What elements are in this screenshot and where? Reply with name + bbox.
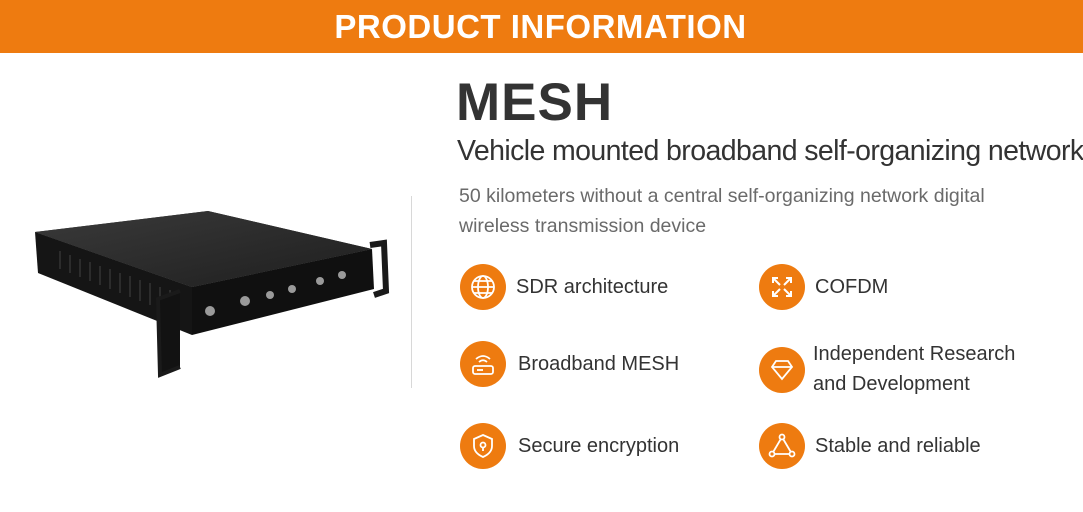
wifi-router-icon [460,341,506,387]
feature-label: COFDM [815,276,889,298]
feature-sdr: SDR architecture [460,264,668,310]
product-subtitle: Vehicle mounted broadband self-organizin… [457,135,1083,167]
diamond-icon [759,347,805,393]
vertical-divider [411,196,412,388]
shield-lock-icon [460,423,506,469]
triangle-nodes-icon [759,423,805,469]
header-banner: PRODUCT INFORMATION [0,0,1083,53]
feature-label: Secure encryption [518,435,680,457]
feature-secure-encryption: Secure encryption [460,423,679,469]
feature-independent-rd: Independent Research and Development [759,339,1043,399]
feature-stable-reliable: Stable and reliable [759,423,981,469]
feature-broadband-mesh: Broadband MESH [460,341,679,387]
product-title: MESH [456,73,614,132]
arrows-cross-icon [759,264,805,310]
feature-label: Stable and reliable [815,435,981,457]
feature-label: SDR architecture [516,276,669,298]
feature-label: Broadband MESH [518,353,680,375]
banner-title: PRODUCT INFORMATION [334,7,747,45]
feature-label: Independent Research and Development [813,343,1016,395]
feature-cofdm: COFDM [759,264,888,310]
product-description: 50 kilometers without a central self-org… [459,185,985,237]
globe-icon [460,264,506,310]
rack-mount-device-image [35,211,390,378]
